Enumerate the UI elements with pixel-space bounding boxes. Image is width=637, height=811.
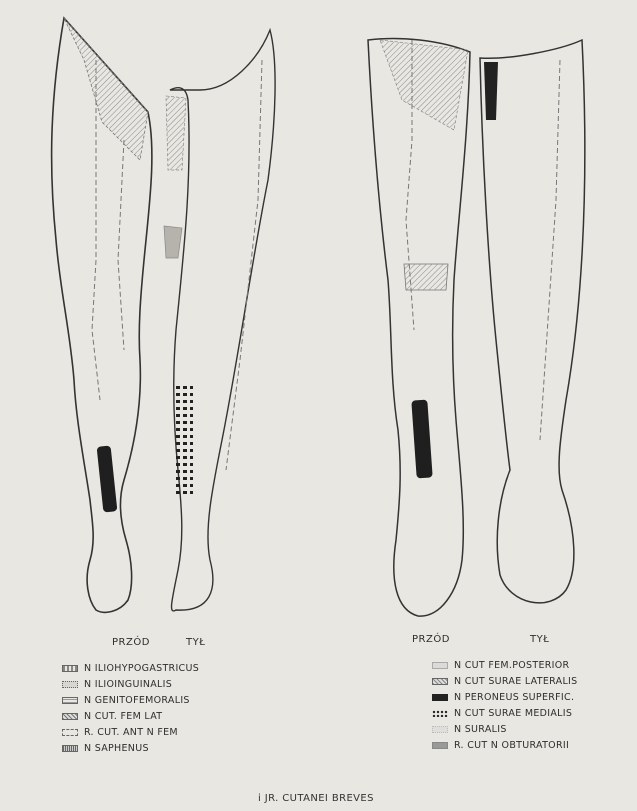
right-back-leg bbox=[480, 40, 585, 603]
legend-item: R. CUT. ANT N FEM bbox=[62, 724, 199, 740]
back-leg-outline bbox=[170, 30, 275, 611]
right-front-knee-zone bbox=[404, 264, 448, 290]
iliohypogastricus-swatch bbox=[62, 665, 78, 672]
cut-ant-fem-swatch bbox=[62, 729, 78, 736]
legend-item-label: N ILIOINGUINALIS bbox=[84, 679, 172, 690]
legend-item: N CUT. FEM LAT bbox=[62, 708, 199, 724]
label-right-back: TYŁ bbox=[530, 634, 549, 645]
legend-item-label: N CUT SURAE MEDIALIS bbox=[454, 708, 572, 719]
peroneus-superfic-swatch bbox=[432, 694, 448, 701]
cut-obturatorii-swatch bbox=[432, 742, 448, 749]
back-boundary-line bbox=[226, 60, 262, 470]
right-back-boundary bbox=[540, 60, 560, 440]
legend-item: N SURALIS bbox=[432, 721, 577, 737]
legend-item-label: N CUT SURAE LATERALIS bbox=[454, 676, 577, 687]
legend-item: N SAPHENUS bbox=[62, 740, 199, 756]
legend-item-label: N PERONEUS SUPERFIC. bbox=[454, 692, 574, 703]
right-front-peroneus-zone bbox=[411, 400, 432, 479]
legend-item: N CUT FEM.POSTERIOR bbox=[432, 657, 577, 673]
back-thigh-zone bbox=[166, 96, 186, 170]
legend-item: N PERONEUS SUPERFIC. bbox=[432, 689, 577, 705]
front-thigh-upper-zone bbox=[64, 18, 148, 160]
front-peroneus-zone bbox=[97, 445, 118, 512]
left-front-leg bbox=[52, 18, 152, 612]
left-back-leg bbox=[164, 30, 275, 611]
label-left-back: TYŁ bbox=[186, 637, 205, 648]
ilioinguinalis-swatch bbox=[62, 681, 78, 688]
right-back-top-mark bbox=[484, 62, 498, 120]
cut-fem-posterior-swatch bbox=[432, 662, 448, 669]
legend-item-label: N CUT. FEM LAT bbox=[84, 711, 162, 722]
legend-item: N ILIOINGUINALIS bbox=[62, 676, 199, 692]
saphenus-swatch bbox=[62, 745, 78, 752]
genitofemoralis-swatch bbox=[62, 697, 78, 704]
figure-caption: i JR. CUTANEI BREVES bbox=[258, 793, 374, 804]
front-boundary-line bbox=[92, 60, 100, 400]
legend-item: N GENITOFEMORALIS bbox=[62, 692, 199, 708]
legend-item: N ILIOHYPOGASTRICUS bbox=[62, 660, 199, 676]
legend-item: N CUT SURAE MEDIALIS bbox=[432, 705, 577, 721]
legend-item-label: N SURALIS bbox=[454, 724, 507, 735]
legend-item-label: R. CUT. ANT N FEM bbox=[84, 727, 178, 738]
right-front-leg bbox=[368, 39, 470, 617]
legend-item-label: N CUT FEM.POSTERIOR bbox=[454, 660, 569, 671]
back-knee-zone bbox=[164, 226, 182, 258]
legend-item: N CUT SURAE LATERALIS bbox=[432, 673, 577, 689]
front-boundary-line-2 bbox=[118, 140, 124, 350]
legend-left: N ILIOHYPOGASTRICUS N ILIOINGUINALIS N G… bbox=[62, 660, 199, 756]
legend-item-label: N GENITOFEMORALIS bbox=[84, 695, 190, 706]
cut-surae-lateralis-swatch bbox=[432, 678, 448, 685]
legend-item-label: N SAPHENUS bbox=[84, 743, 149, 754]
cut-surae-medialis-swatch bbox=[432, 710, 448, 717]
label-left-front: PRZÓD bbox=[112, 637, 150, 648]
legend-item-label: N ILIOHYPOGASTRICUS bbox=[84, 663, 199, 674]
suralis-swatch bbox=[432, 726, 448, 733]
legend-right: N CUT FEM.POSTERIOR N CUT SURAE LATERALI… bbox=[432, 657, 577, 753]
label-right-front: PRZÓD bbox=[412, 634, 450, 645]
right-front-upper-zone bbox=[380, 40, 468, 130]
legend-item: R. CUT N OBTURATORII bbox=[432, 737, 577, 753]
legend-item-label: R. CUT N OBTURATORII bbox=[454, 740, 569, 751]
back-surae-medialis-zone bbox=[173, 384, 193, 494]
cut-fem-lat-swatch bbox=[62, 713, 78, 720]
right-back-leg-outline bbox=[480, 40, 585, 603]
